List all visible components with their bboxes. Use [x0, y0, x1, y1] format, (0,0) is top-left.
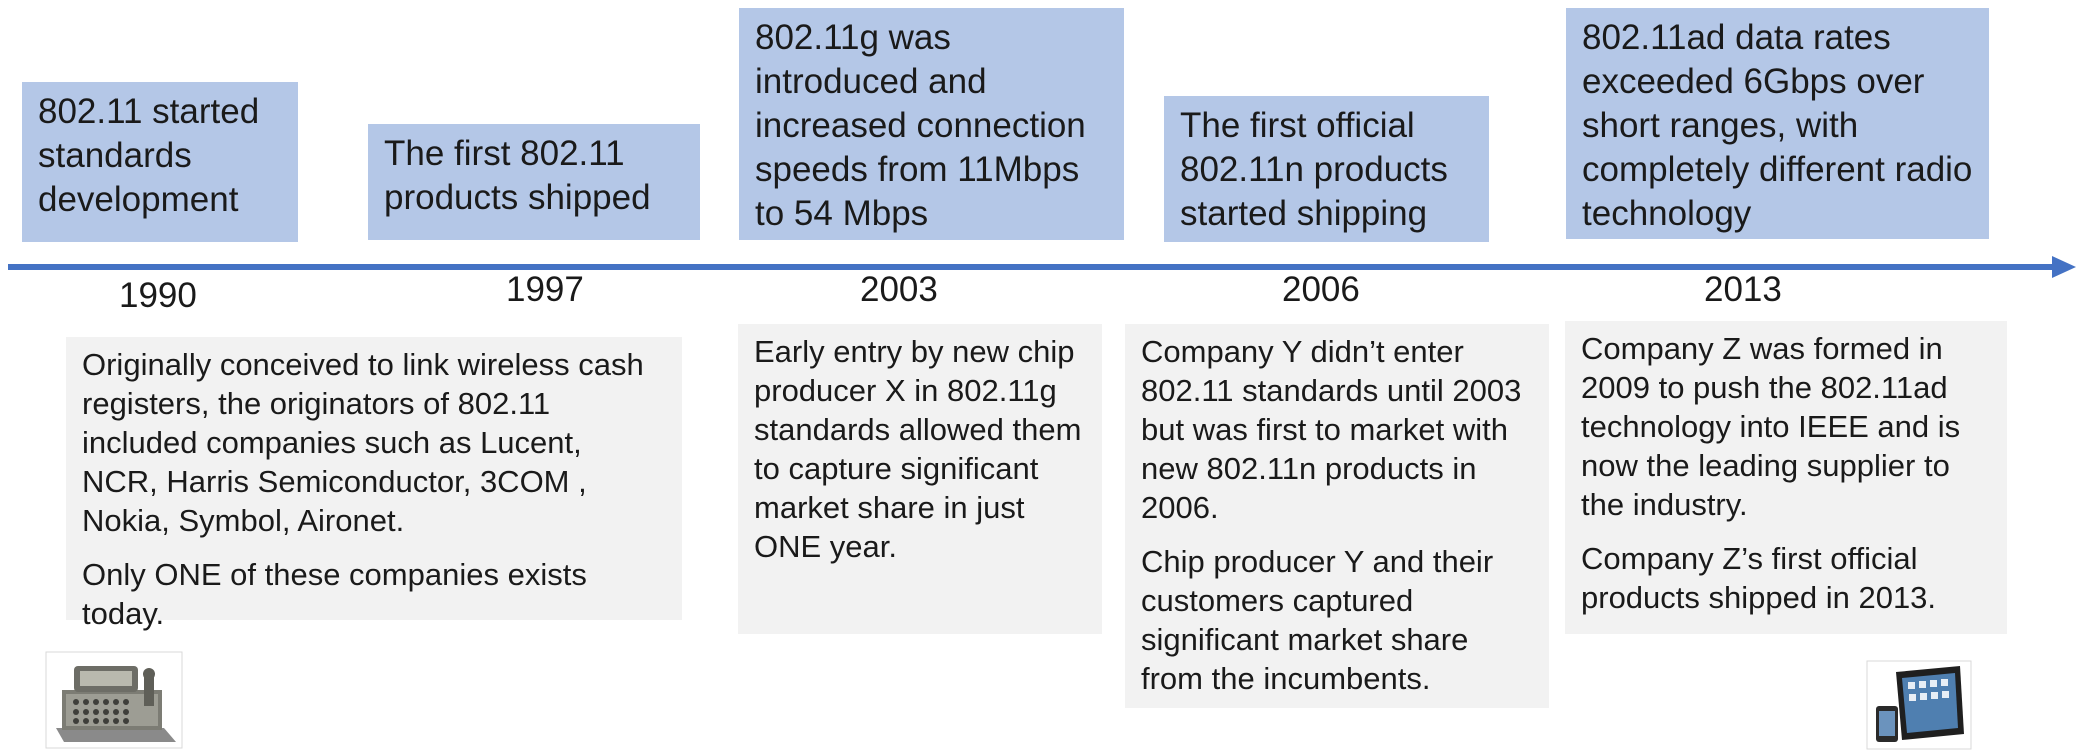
- description-paragraph: Early entry by new chip producer X in 80…: [754, 334, 1082, 564]
- milestone-2013-headline: 802.11ad data rates exceeded 6Gbps over …: [1566, 8, 1989, 239]
- description-paragraph: Chip producer Y and their customers capt…: [1141, 544, 1494, 696]
- year-1990: 1990: [119, 276, 197, 315]
- description-paragraph: Company Z was formed in 2009 to push the…: [1581, 331, 1961, 522]
- description-paragraph: Company Y didn’t enter 802.11 standards …: [1141, 334, 1522, 525]
- milestone-2006-headline: The first official 802.11n products star…: [1164, 96, 1489, 242]
- timeline-axis: [8, 264, 2058, 270]
- milestone-2003-headline: 802.11g was introduced and increased con…: [739, 8, 1124, 240]
- timeline-arrowhead: [2052, 256, 2076, 278]
- milestone-1990-description: Originally conceived to link wireless ca…: [66, 337, 682, 631]
- milestone-2013-description: Company Z was formed in 2009 to push the…: [1565, 321, 2007, 634]
- tablet-icon: [1866, 660, 1972, 750]
- cash-register-icon: [44, 650, 184, 750]
- year-1997: 1997: [506, 270, 584, 309]
- year-2013: 2013: [1704, 270, 1782, 309]
- milestone-2006-description: Company Y didn’t enter 802.11 standards …: [1125, 324, 1549, 708]
- description-paragraph: Originally conceived to link wireless ca…: [82, 347, 644, 538]
- description-paragraph: Company Z’s first official products ship…: [1581, 541, 1937, 615]
- milestone-2003-description: Early entry by new chip producer X in 80…: [738, 324, 1102, 634]
- year-2006: 2006: [1282, 270, 1360, 309]
- milestone-1997-headline: The first 802.11 products shipped: [368, 124, 700, 240]
- year-2003: 2003: [860, 270, 938, 309]
- milestone-1990-headline: 802.11 started standards development: [22, 82, 298, 242]
- description-paragraph: Only ONE of these companies exists today…: [82, 557, 587, 631]
